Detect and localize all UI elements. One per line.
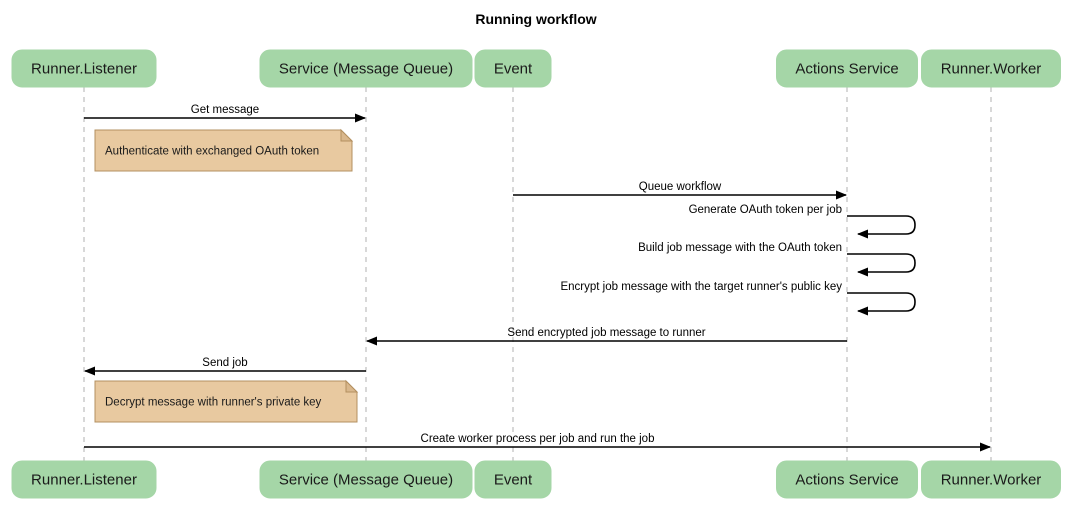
message-create-worker-process-run-job[interactable]: Create worker process per job and run th… [84, 433, 991, 452]
participant-box [11, 49, 157, 88]
note-body [94, 129, 353, 172]
message-label: Encrypt job message with the target runn… [560, 281, 842, 293]
participant-label: Service (Message Queue) [279, 60, 453, 77]
self-loop-path [847, 253, 916, 277]
participant-label: Runner.Worker [941, 471, 1042, 488]
participants-bottom: Runner.Listener Service (Message Queue) Ev… [11, 460, 1061, 499]
participant-label: Runner.Listener [31, 60, 137, 77]
participant-box [474, 49, 552, 88]
participant-box [474, 460, 552, 499]
participant-bottom-service-message-queue[interactable]: Service (Message Queue) [259, 460, 473, 499]
note-fold-corner-icon [340, 128, 354, 142]
message-label: Create worker process per job and run th… [421, 433, 655, 445]
participant-label: Event [494, 471, 533, 488]
note-authenticate-oauth-note: Authenticate with exchanged OAuth token [94, 128, 354, 172]
note-body [94, 380, 358, 423]
participant-label: Event [494, 60, 533, 77]
participant-label: Actions Service [795, 60, 898, 77]
message-label: Queue workflow [639, 181, 722, 193]
participant-box [921, 49, 1061, 88]
lifelines [83, 87, 992, 461]
message-send-encrypted-job-message-to-runner[interactable]: Send encrypted job message to runner [366, 327, 847, 346]
message-label: Generate OAuth token per job [689, 204, 842, 216]
message-generate-oauth-token-per-job[interactable]: Generate OAuth token per job [689, 204, 916, 239]
note-decrypt-message-note: Decrypt message with runner's private ke… [94, 379, 359, 423]
message-label: Send encrypted job message to runner [507, 327, 705, 339]
participant-label: Runner.Worker [941, 60, 1042, 77]
participant-bottom-actions-service[interactable]: Actions Service [776, 460, 918, 499]
self-loop-path [847, 215, 916, 239]
participant-bottom-runner-worker[interactable]: Runner.Worker [921, 460, 1061, 499]
participant-box [259, 49, 473, 88]
participant-top-actions-service[interactable]: Actions Service [776, 49, 918, 88]
participant-label: Actions Service [795, 471, 898, 488]
participants-top: Runner.Listener Service (Message Queue) Ev… [11, 49, 1061, 88]
participant-box [921, 460, 1061, 499]
note-label: Decrypt message with runner's private ke… [105, 397, 322, 409]
participant-bottom-event[interactable]: Event [474, 460, 552, 499]
participant-top-service-message-queue[interactable]: Service (Message Queue) [259, 49, 473, 88]
message-send-job[interactable]: Send job [84, 357, 366, 376]
note-label: Authenticate with exchanged OAuth token [105, 146, 319, 158]
message-label: Build job message with the OAuth token [638, 242, 842, 254]
note-fold-corner-icon [345, 379, 359, 393]
message-label: Get message [191, 104, 259, 116]
message-queue-workflow[interactable]: Queue workflow [513, 181, 847, 200]
notes: Authenticate with exchanged OAuth tokenD… [94, 128, 359, 423]
participant-label: Service (Message Queue) [279, 471, 453, 488]
message-label: Send job [202, 357, 247, 369]
participant-top-runner-worker[interactable]: Runner.Worker [921, 49, 1061, 88]
page-title: Running workflow [475, 11, 596, 27]
self-loop-path [847, 292, 916, 316]
participant-box [11, 460, 157, 499]
participant-box [776, 49, 918, 88]
participant-box [259, 460, 473, 499]
message-build-job-message-with-oauth-token[interactable]: Build job message with the OAuth token [638, 242, 916, 277]
participant-top-event[interactable]: Event [474, 49, 552, 88]
participant-top-runner-listener[interactable]: Runner.Listener [11, 49, 157, 88]
participant-label: Runner.Listener [31, 471, 137, 488]
participant-box [776, 460, 918, 499]
participant-bottom-runner-listener[interactable]: Runner.Listener [11, 460, 157, 499]
message-encrypt-job-message-public-key[interactable]: Encrypt job message with the target runn… [560, 281, 916, 316]
message-get-message[interactable]: Get message [84, 104, 366, 123]
